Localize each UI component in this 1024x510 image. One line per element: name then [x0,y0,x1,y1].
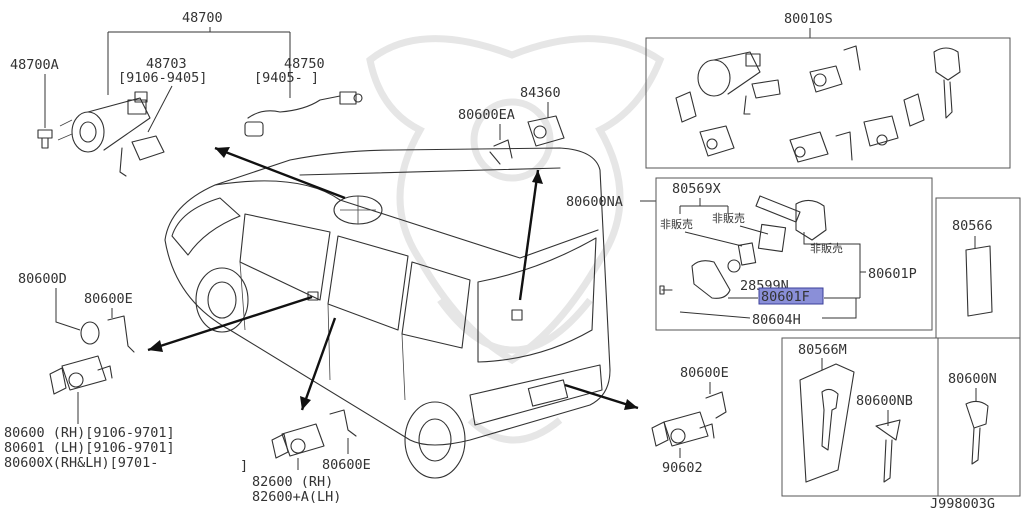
label-80600E-left[interactable]: 80600E [84,291,133,307]
slide-door-lock-group: 82600 (RH) 82600+A(LH) 80600E [252,409,371,505]
label-80601F[interactable]: 80601F [761,289,810,305]
key-switch-harness-part [244,91,363,137]
label-nonsale-1: 非販売 [660,218,693,231]
label-80600NB[interactable]: 80600NB [856,393,913,409]
ignition-switch-part [119,135,165,177]
ignition-group: 48700 48700A 48703 [9106-9405] 48750 [94… [10,10,363,177]
label-80566M[interactable]: 80566M [798,342,847,358]
label-48703[interactable]: 48703 [146,56,187,72]
key-kit-80600NA-box: 80600NA 80569X 非販売 非販売 非販売 28599N 80601F… [566,177,933,331]
label-48700[interactable]: 48700 [182,10,223,26]
keys-bottom-box: 80566M 80600NB 80600N [781,337,1021,497]
watermark-crest [366,35,665,444]
label-80601-lh[interactable]: 80601 (LH)[9106-9701] [4,440,175,456]
label-80600D[interactable]: 80600D [18,271,67,287]
ignition-lock-part [57,91,151,153]
label-48703-date: [9106-9405] [118,70,207,86]
bolt-part [37,129,53,149]
label-nonsale-3: 非販売 [810,242,843,255]
label-80569X[interactable]: 80569X [672,181,721,197]
label-84360[interactable]: 84360 [520,85,561,101]
label-82600-rh[interactable]: 82600 (RH) [252,474,333,490]
label-80566[interactable]: 80566 [952,218,993,234]
label-48750[interactable]: 48750 [284,56,325,72]
label-90602[interactable]: 90602 [662,460,703,476]
van-illustration [164,147,611,479]
key-set-80010S-box: 80010S [645,11,1011,169]
rear-lock-group: 80600E 90602 [651,365,729,476]
label-80600X[interactable]: 80600X(RH&LH)[9701- [4,455,158,471]
highlight-80601F [758,287,824,305]
label-80601P[interactable]: 80601P [868,266,917,282]
label-80600E-mid[interactable]: 80600E [322,457,371,473]
label-80600EA[interactable]: 80600EA [458,107,515,123]
label-48750-date: [9405- ] [254,70,319,86]
label-nonsale-2: 非販売 [712,212,745,225]
label-80010S[interactable]: 80010S [784,11,833,27]
label-82600A-lh[interactable]: 82600+A(LH) [252,489,341,505]
card-80566-box: 80566 [935,197,1021,339]
label-80600N[interactable]: 80600N [948,371,997,387]
label-48700A[interactable]: 48700A [10,57,59,73]
label-80600NA[interactable]: 80600NA [566,194,623,210]
back-door-lock-group: 84360 80600EA [458,85,565,165]
diagram-code: J998003G [930,496,995,510]
label-80600E-right[interactable]: 80600E [680,365,729,381]
label-80600X-end: ] [240,458,248,474]
pointer-arrows [147,146,639,411]
label-80604H[interactable]: 80604H [752,312,801,328]
label-80600-rh[interactable]: 80600 (RH)[9106-9701] [4,425,175,441]
front-door-lock-group: 80600D 80600E 80600 (RH)[9106-9701] 8060… [4,271,248,474]
